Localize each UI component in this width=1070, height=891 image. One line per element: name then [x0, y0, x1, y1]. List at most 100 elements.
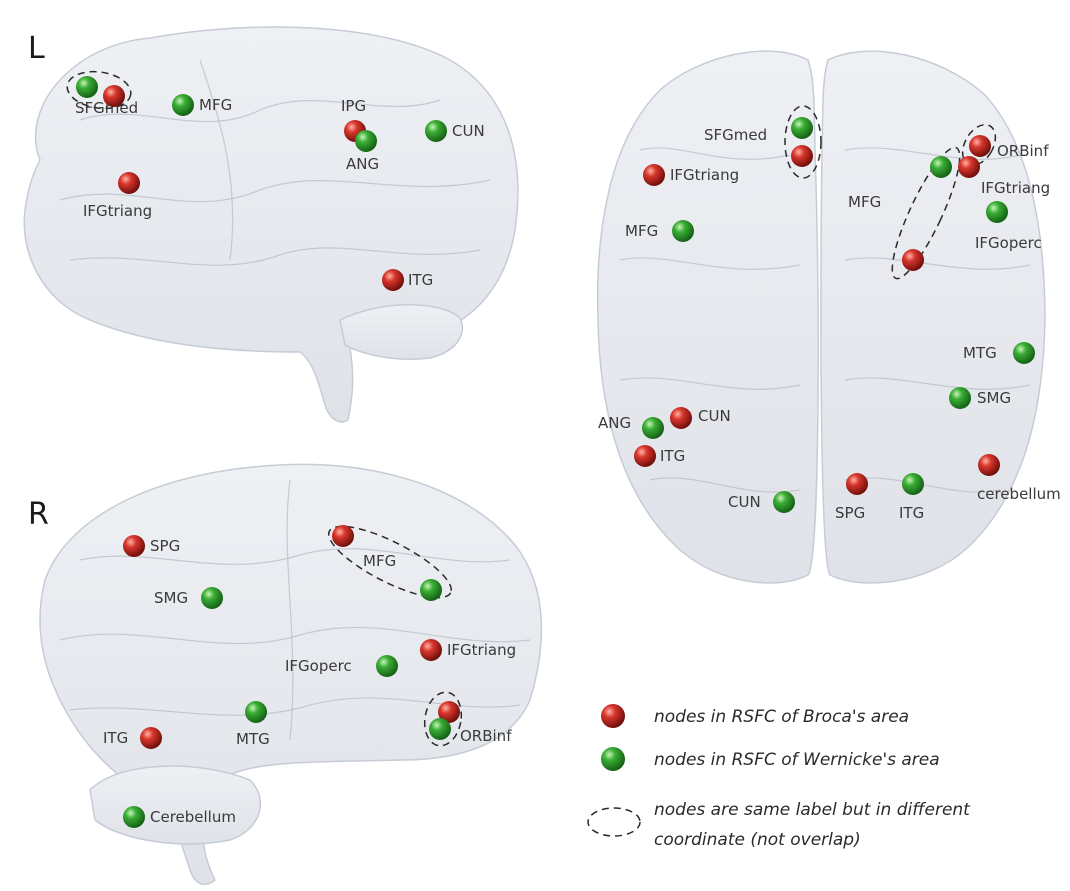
legend-wernicke-swatch — [601, 747, 625, 771]
top-node-smg-wernicke — [949, 387, 971, 409]
right-node-mtg-wernicke — [245, 701, 267, 723]
left-cerebellum-shape — [339, 304, 464, 360]
top-label-cun: CUN — [698, 407, 731, 425]
right-node-ifgoperc-wernicke — [376, 655, 398, 677]
left-label-ipg: IPG — [341, 97, 366, 115]
left-label-sfgmed: SFGmed — [75, 99, 138, 117]
legend-dashed-text-line2: coordinate (not overlap) — [654, 830, 861, 850]
right-label-smg: SMG — [154, 589, 188, 607]
right-node-cerebellum-wernicke — [123, 806, 145, 828]
left-brain-shape — [23, 26, 519, 423]
top-label-orbinf: ORBinf — [997, 142, 1049, 160]
top-node-mfg-wernicke — [930, 156, 952, 178]
left-node-mfg-wernicke — [172, 94, 194, 116]
top-label-cun: CUN — [728, 493, 761, 511]
top-label-cerebellum: cerebellum — [977, 485, 1061, 503]
right-label-mtg: MTG — [236, 730, 270, 748]
top-label-smg: SMG — [977, 389, 1011, 407]
top-node-cun-broca — [670, 407, 692, 429]
left-label-ang: ANG — [346, 155, 379, 173]
top-node-unlabeled-broca — [902, 249, 924, 271]
right-node-orbinf-wernicke — [429, 718, 451, 740]
top-fold-2 — [619, 257, 801, 270]
right-label-mfg: MFG — [363, 552, 396, 570]
right-node-spg-broca — [123, 535, 145, 557]
top-fold-5 — [844, 147, 1021, 160]
top-node-ifgtriang-broca — [958, 156, 980, 178]
top-label-itg: ITG — [899, 504, 924, 522]
top-label-ang: ANG — [598, 414, 631, 432]
left-label-mfg: MFG — [199, 96, 232, 114]
left-sfgmed-group-outline — [66, 70, 132, 110]
top-label-mtg: MTG — [963, 344, 997, 362]
left-fold-2 — [59, 179, 491, 203]
top-node-spg-broca — [846, 473, 868, 495]
top-node-ifgoperc-wernicke — [986, 201, 1008, 223]
top-label-itg: ITG — [660, 447, 685, 465]
legend-wernicke-text: nodes in RSFC of Wernicke's area — [654, 750, 940, 770]
right-label-cerebellum: Cerebellum — [150, 808, 236, 826]
left-node-unlabeled-broca — [103, 85, 125, 107]
legend-dashed-swatch — [587, 807, 641, 837]
top-fold-6 — [844, 257, 1031, 270]
right-node-unlabeled-wernicke — [420, 579, 442, 601]
top-node-sfgmed-wernicke — [791, 117, 813, 139]
right-fold-2 — [59, 626, 531, 645]
right-node-mfg-broca — [332, 525, 354, 547]
right-node-unlabeled-broca — [438, 701, 460, 723]
left-node-ifgtriang-broca — [118, 172, 140, 194]
top-node-cun-wernicke — [773, 491, 795, 513]
right-node-ifgtriang-broca — [420, 639, 442, 661]
right-label-ifgoperc: IFGoperc — [285, 657, 352, 675]
left-node-itg-broca — [382, 269, 404, 291]
top-node-unlabeled-broca — [791, 145, 813, 167]
right-fold-4 — [286, 479, 294, 741]
panel-letter-right: R — [28, 497, 49, 532]
right-label-itg: ITG — [103, 729, 128, 747]
top-label-mfg: MFG — [625, 222, 658, 240]
top-node-cerebellum-broca — [978, 454, 1000, 476]
top-label-ifgtriang: IFGtriang — [981, 179, 1050, 197]
top-label-ifgtriang: IFGtriang — [670, 166, 739, 184]
right-fold-1 — [79, 548, 511, 565]
right-label-orbinf: ORBinf — [460, 727, 512, 745]
top-node-orbinf-broca — [969, 135, 991, 157]
legend-broca-text: nodes in RSFC of Broca's area — [654, 707, 909, 727]
top-node-itg-wernicke — [902, 473, 924, 495]
right-label-ifgtriang: IFGtriang — [447, 641, 516, 659]
top-fold-7 — [844, 377, 1031, 390]
left-node-cun-wernicke — [425, 120, 447, 142]
left-node-ang-wernicke — [355, 130, 377, 152]
legend-dashed-text-line1: nodes are same label but in different — [654, 800, 971, 820]
right-cerebellum-shape — [89, 765, 261, 845]
top-label-spg: SPG — [835, 504, 865, 522]
left-fold-1 — [79, 99, 441, 123]
top-node-ifgtriang-broca — [643, 164, 665, 186]
left-label-cun: CUN — [452, 122, 485, 140]
left-node-sfgmed-wernicke — [76, 76, 98, 98]
right-label-spg: SPG — [150, 537, 180, 555]
left-fold-3 — [69, 247, 481, 266]
right-node-smg-wernicke — [201, 587, 223, 609]
top-label-sfgmed: SFGmed — [704, 126, 767, 144]
legend: nodes in RSFC of Broca's area nodes in R… — [587, 704, 971, 850]
left-fold-4 — [199, 59, 234, 261]
top-brain-panel: SFGmedIFGtriangMFGORBinfIFGtriangMFGIFGo… — [596, 50, 1061, 584]
top-mfg-group-outline — [891, 146, 961, 280]
top-node-ang-wernicke — [642, 417, 664, 439]
top-node-itg-broca — [634, 445, 656, 467]
top-label-mfg: MFG — [848, 193, 881, 211]
top-right-hemisphere-shape — [820, 50, 1046, 584]
right-mfg-group-outline — [327, 525, 453, 599]
top-node-mfg-wernicke — [672, 220, 694, 242]
top-node-mtg-wernicke — [1013, 342, 1035, 364]
top-fold-1 — [639, 147, 791, 160]
panel-letter-left: L — [28, 31, 45, 66]
left-label-ifgtriang: IFGtriang — [83, 202, 152, 220]
right-orbinf-group-outline — [423, 691, 463, 747]
left-label-itg: ITG — [408, 271, 433, 289]
legend-broca-swatch — [601, 704, 625, 728]
